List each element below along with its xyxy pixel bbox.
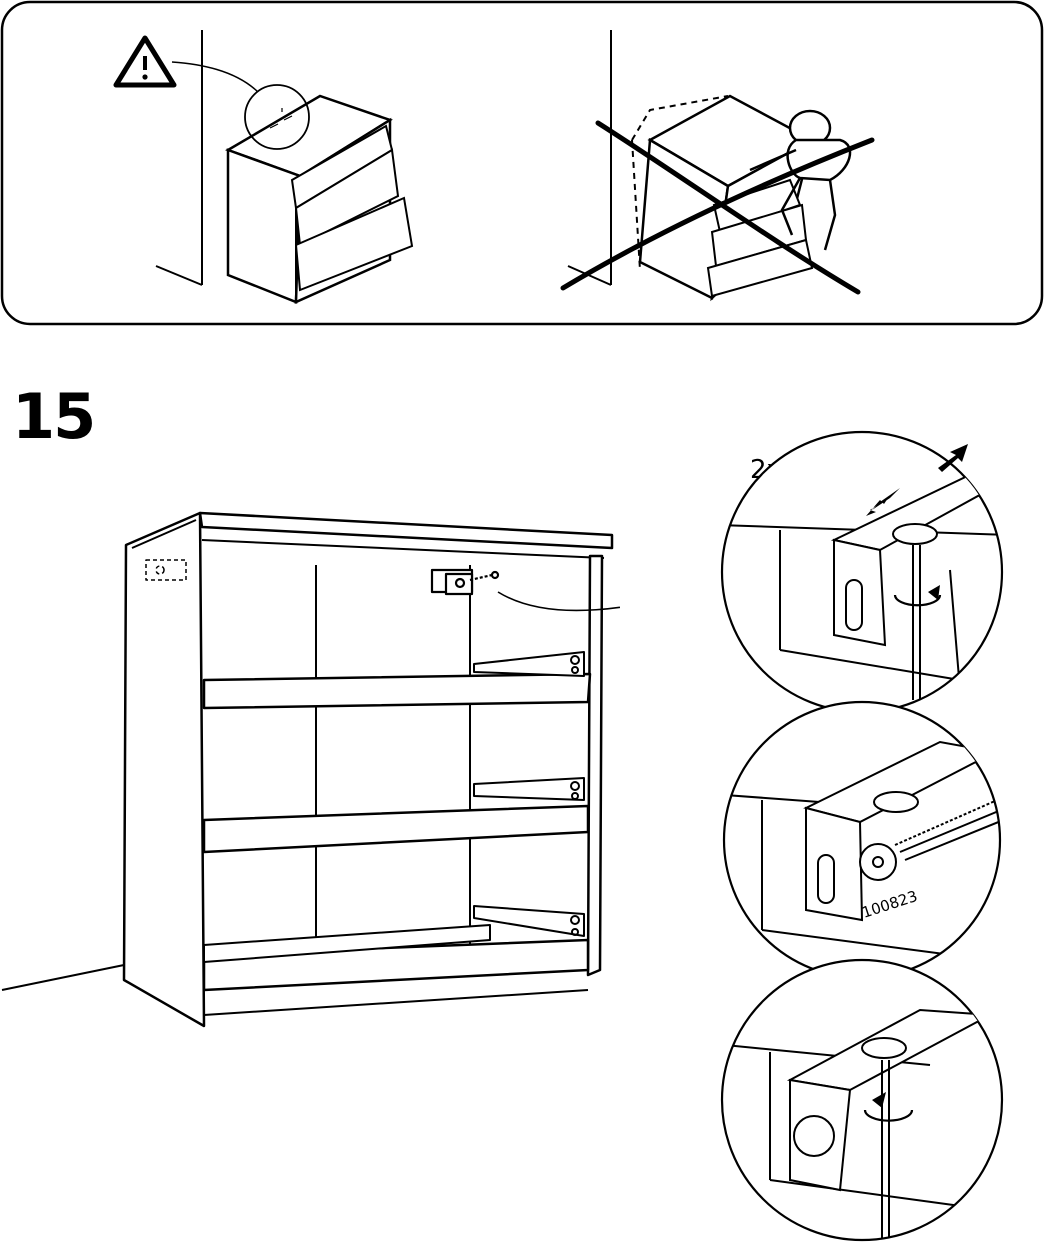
detail-circle-1: [720, 432, 1025, 712]
panel-border: [2, 2, 1042, 324]
step-number: 15: [12, 386, 94, 448]
safety-warning-panel: [0, 0, 1045, 330]
warning-triangle-icon: [116, 38, 174, 85]
detail-circle-2: 100823: [724, 702, 1028, 978]
floor-line: [2, 965, 124, 990]
detail-circle-3: [722, 960, 1002, 1240]
warning-pointer-line: [172, 62, 258, 92]
correct-anchoring-scene: [156, 30, 412, 302]
detail-callouts: 2x: [480, 420, 1045, 1245]
left-side-panel: [124, 513, 204, 1026]
